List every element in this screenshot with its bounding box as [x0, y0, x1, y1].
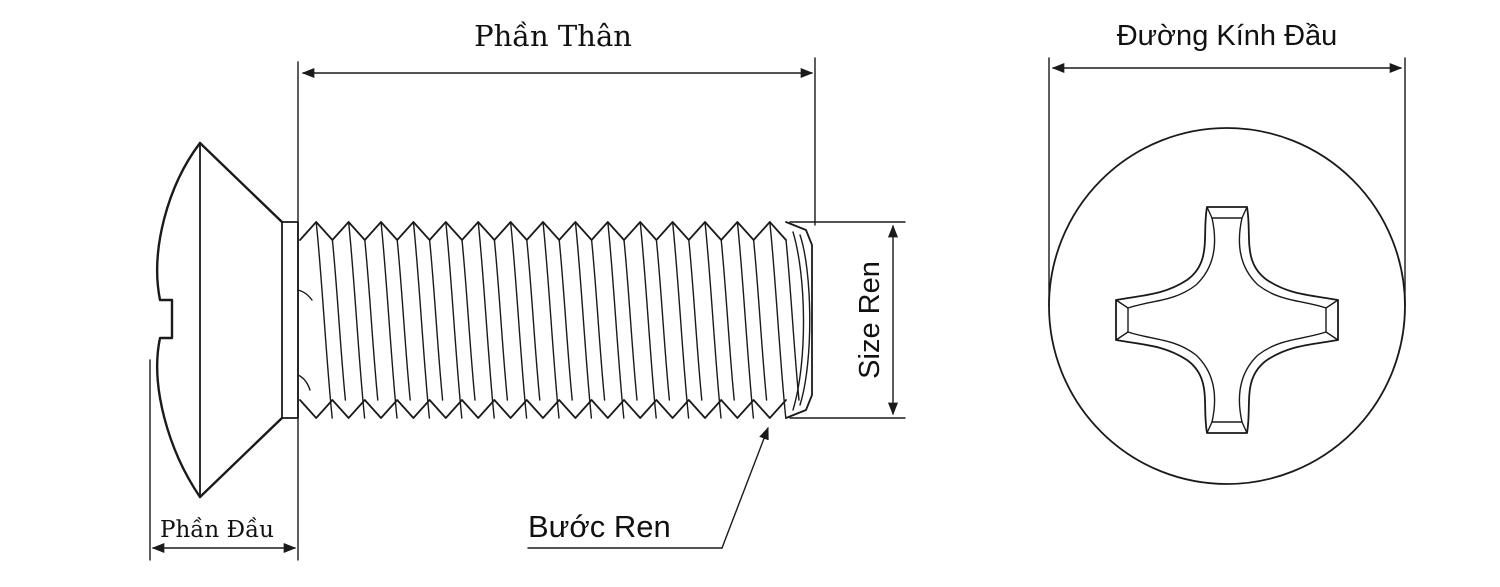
- thread-pitch-leader: [527, 426, 769, 549]
- thread-size-label: Size Ren: [854, 261, 886, 379]
- thread-pitch-label: Bước Ren: [528, 509, 671, 544]
- head-diameter-extension-lines: [1048, 57, 1406, 307]
- extension-lines: [149, 57, 906, 561]
- screw-top-view-icon: [1048, 127, 1406, 485]
- head-length-label: Phần Đầu: [160, 517, 274, 543]
- screw-side-view-icon: [156, 141, 813, 499]
- body-length-label: Phần Thân: [474, 19, 632, 53]
- head-diameter-label: Đường Kính Đầu: [1117, 20, 1338, 52]
